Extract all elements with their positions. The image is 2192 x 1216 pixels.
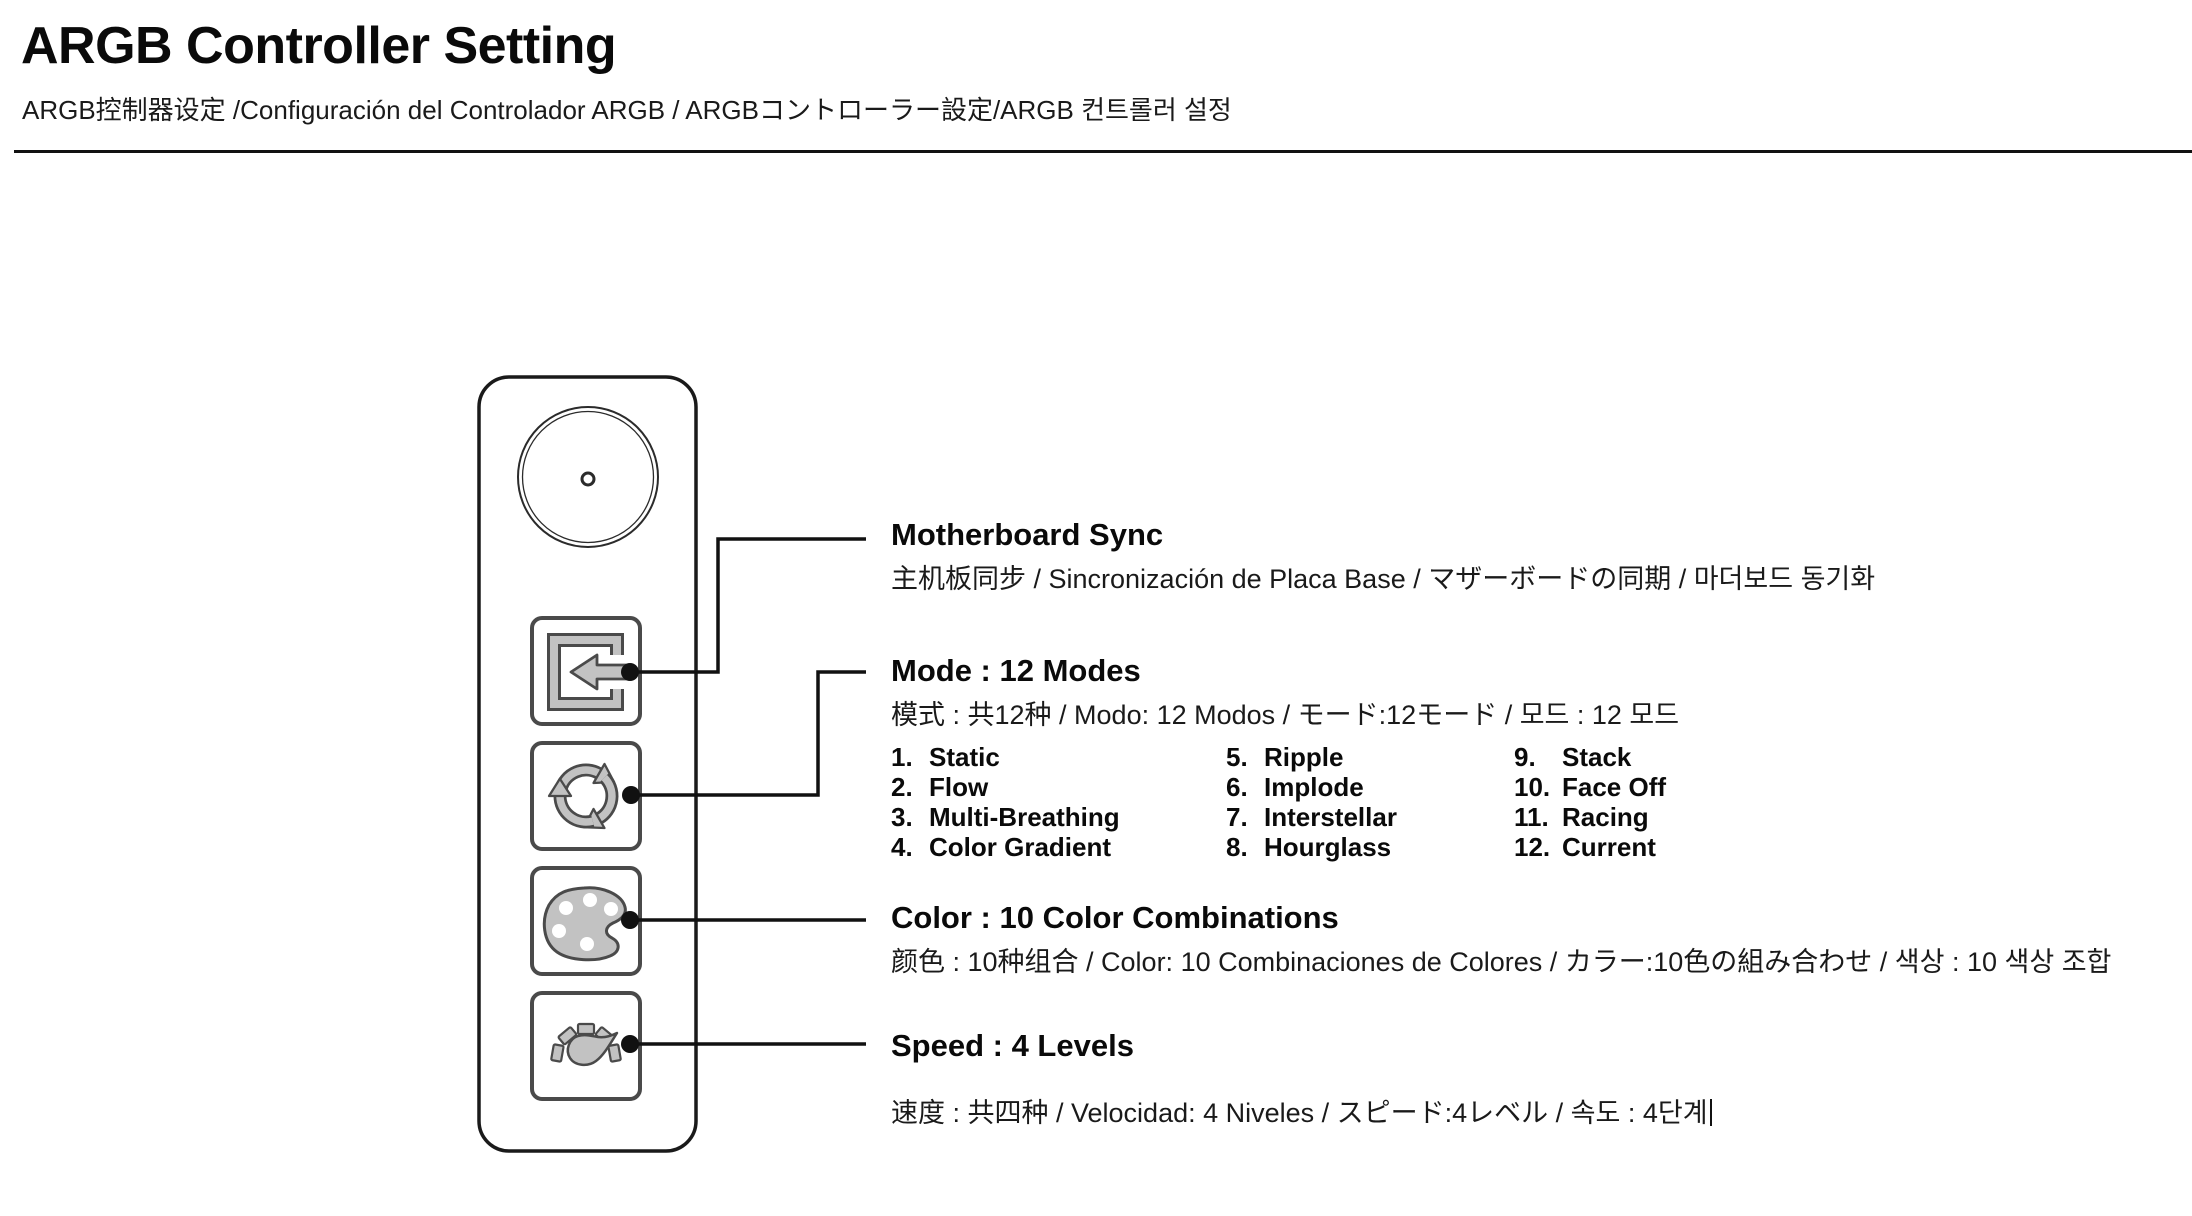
speedometer-icon xyxy=(550,1022,622,1067)
mode-item-label: Interstellar xyxy=(1264,802,1397,832)
mode-item-label: Multi-Breathing xyxy=(929,802,1120,832)
mode-item-label: Racing xyxy=(1562,802,1649,832)
mode-item-number: 4. xyxy=(891,832,913,862)
mode-item: 6. Implode xyxy=(1226,772,1397,802)
mode-item-label: Color Gradient xyxy=(929,832,1112,862)
mode-connector-dot xyxy=(622,786,640,804)
mode-list: 1. Static 2. Flow 3. Multi-Breathing 4. Colo… xyxy=(891,742,1791,872)
mode-item: 3. Multi-Breathing xyxy=(891,802,1120,832)
speed-connector-dot xyxy=(621,1035,639,1053)
mode-item-label: Static xyxy=(929,742,1000,772)
sync-subtitle: 主机板同步 / Sincronización de Placa Base / マ… xyxy=(891,564,1876,594)
mode-list-column-2: 5. Ripple 6. Implode 7. Interstellar 8. Hour… xyxy=(1226,742,1397,862)
mode-item-label: Face Off xyxy=(1562,772,1667,802)
page-subtitle: ARGB控制器设定 /Configuración del Controlador… xyxy=(22,95,1232,125)
mode-item-label: Current xyxy=(1562,832,1656,862)
mode-item-label: Flow xyxy=(929,772,989,802)
mode-item-number: 9. xyxy=(1514,742,1536,772)
callout-color: Color : 10 Color Combinations 颜色 : 10种组合… xyxy=(891,900,2111,977)
speed-title: Speed : 4 Levels xyxy=(891,1028,1134,1063)
header-divider xyxy=(14,150,2192,153)
speed-subtitle: 速度 : 共四种 / Velocidad: 4 Niveles / スピード:4… xyxy=(891,1098,1708,1128)
mode-item-number: 12. xyxy=(1514,832,1551,862)
mode-item-number: 1. xyxy=(891,742,913,772)
mode-item-label: Hourglass xyxy=(1264,832,1392,862)
mode-item-number: 7. xyxy=(1226,802,1248,832)
text-cursor xyxy=(1709,1099,1713,1126)
mode-item-number: 11. xyxy=(1514,802,1549,832)
palette-icon xyxy=(542,886,627,962)
mode-item-number: 5. xyxy=(1226,742,1248,772)
mode-subtitle: 模式 : 共12种 / Modo: 12 Modos / モード:12モード /… xyxy=(891,700,1680,730)
mode-list-column-1: 1. Static 2. Flow 3. Multi-Breathing 4. Colo… xyxy=(891,742,1120,862)
mode-item: 8. Hourglass xyxy=(1226,832,1397,862)
sync-connector-line xyxy=(630,537,866,674)
callout-motherboard-sync: Motherboard Sync 主机板同步 / Sincronización … xyxy=(891,517,1875,594)
mode-item: 12. Current xyxy=(1514,832,1666,862)
dial-button-icon xyxy=(517,406,659,548)
mode-item: 9. Stack xyxy=(1514,742,1666,772)
controller-illustration xyxy=(477,375,866,1153)
callout-speed: Speed : 4 Levels 速度 : 共四种 / Velocidad: 4… xyxy=(891,1028,1713,1128)
mode-item: 1. Static xyxy=(891,742,1120,772)
mode-item: 10. Face Off xyxy=(1514,772,1666,802)
callout-mode: Mode : 12 Modes 模式 : 共12种 / Modo: 12 Mod… xyxy=(891,653,1679,730)
sync-title: Motherboard Sync xyxy=(891,517,1164,552)
sync-connector-dot xyxy=(621,663,639,681)
color-title: Color : 10 Color Combinations xyxy=(891,900,1339,935)
mode-item: 11. Racing xyxy=(1514,802,1666,832)
mode-item: 2. Flow xyxy=(891,772,1120,802)
mode-list-column-3: 9. Stack 10. Face Off 11. Racing 12. Current xyxy=(1514,742,1666,862)
mode-item-label: Stack xyxy=(1562,742,1632,772)
color-subtitle: 颜色 : 10种组合 / Color: 10 Combinaciones de … xyxy=(891,947,2112,977)
mode-connector-line xyxy=(631,670,866,797)
mode-item-number: 2. xyxy=(891,772,913,802)
mode-item: 5. Ripple xyxy=(1226,742,1397,772)
mode-item: 7. Interstellar xyxy=(1226,802,1397,832)
mode-item-label: Implode xyxy=(1264,772,1364,802)
mode-item-number: 3. xyxy=(891,802,913,832)
mode-item-number: 10. xyxy=(1514,772,1551,802)
page-title: ARGB Controller Setting xyxy=(21,17,617,75)
mode-item-number: 8. xyxy=(1226,832,1248,862)
mode-item-number: 6. xyxy=(1226,772,1248,802)
mode-title: Mode : 12 Modes xyxy=(891,653,1141,688)
cycle-arrows-icon xyxy=(547,762,619,830)
color-connector-dot xyxy=(621,911,639,929)
mode-item: 4. Color Gradient xyxy=(891,832,1120,862)
mode-item-label: Ripple xyxy=(1264,742,1344,772)
